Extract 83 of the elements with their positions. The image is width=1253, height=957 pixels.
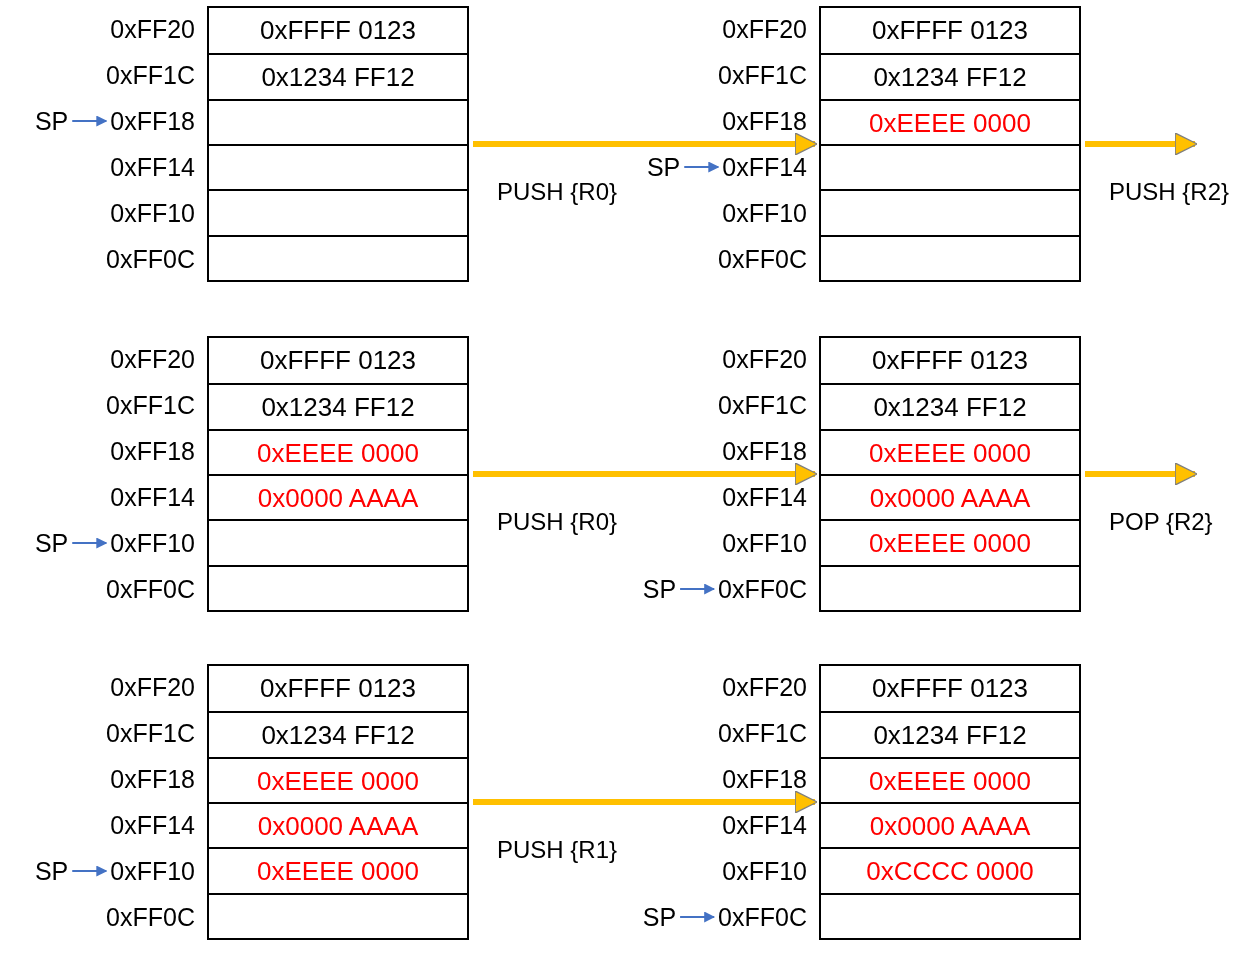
memory-cell: 0xEEEE 0000 (821, 428, 1079, 474)
address-label: 0xFF20 (110, 345, 195, 373)
memory-cell: 0x1234 FF12 (209, 711, 467, 757)
address-label: 0xFF20 (722, 345, 807, 373)
memory-cell: 0x1234 FF12 (821, 383, 1079, 429)
memory-cell: 0x1234 FF12 (821, 711, 1079, 757)
arrow (473, 462, 818, 486)
address-label: 0xFF0C (718, 575, 807, 603)
address-label: 0xFF1C (718, 391, 807, 419)
address-label: 0xFF10 (722, 857, 807, 885)
memory-cell: 0xEEEE 0000 (209, 847, 467, 893)
address-label: 0xFF18 (110, 107, 195, 135)
address-label: 0xFF18 (722, 765, 807, 793)
address-label: 0xFF0C (718, 903, 807, 931)
address-label: 0xFF10 (722, 199, 807, 227)
address-label: 0xFF10 (722, 529, 807, 557)
memory-cell: 0xEEEE 0000 (209, 428, 467, 474)
address-label: 0xFF10 (110, 199, 195, 227)
arrow (679, 911, 716, 923)
memory-cell: 0xFFFF 0123 (821, 338, 1079, 384)
address-label: 0xFF20 (110, 15, 195, 43)
memory-stack (819, 6, 1081, 282)
memory-cell: 0xCCCC 0000 (821, 847, 1079, 893)
address-label: 0xFF18 (722, 107, 807, 135)
memory-stack (819, 664, 1081, 940)
address-label: 0xFF14 (722, 811, 807, 839)
pointer-label: SP (646, 153, 681, 181)
address-label: 0xFF14 (110, 483, 195, 511)
memory-cell: 0xFFFF 0123 (209, 666, 467, 712)
pointer-label: SP (642, 903, 677, 931)
memory-cell: 0xFFFF 0123 (821, 8, 1079, 54)
address-label: 0xFF1C (106, 61, 195, 89)
address-label: 0xFF14 (110, 153, 195, 181)
pointer-label: SP (34, 107, 69, 135)
arrow (679, 583, 716, 595)
memory-cell: 0x0000 AAAA (209, 474, 467, 520)
memory-cell: 0x0000 AAAA (821, 474, 1079, 520)
arrow (71, 865, 108, 877)
address-label: 0xFF0C (106, 245, 195, 273)
arrow (473, 790, 818, 814)
memory-stack (819, 336, 1081, 612)
memory-cell: 0xFFFF 0123 (209, 338, 467, 384)
address-label: 0xFF14 (110, 811, 195, 839)
memory-cell: 0x1234 FF12 (209, 53, 467, 99)
address-label: 0xFF0C (106, 903, 195, 931)
arrow (71, 115, 108, 127)
memory-cell: 0x0000 AAAA (209, 802, 467, 848)
memory-cell: 0xFFFF 0123 (209, 8, 467, 54)
memory-cell: 0x0000 AAAA (821, 802, 1079, 848)
memory-stack (207, 664, 469, 940)
memory-cell: 0xEEEE 0000 (821, 756, 1079, 802)
memory-cell: 0xEEEE 0000 (209, 756, 467, 802)
address-label: 0xFF1C (718, 61, 807, 89)
address-label: 0xFF1C (106, 391, 195, 419)
address-label: 0xFF1C (718, 719, 807, 747)
memory-stack (207, 6, 469, 282)
memory-cell: 0xFFFF 0123 (821, 666, 1079, 712)
address-label: 0xFF10 (110, 529, 195, 557)
pointer-label: SP (34, 529, 69, 557)
memory-cell: 0x1234 FF12 (209, 383, 467, 429)
address-label: 0xFF18 (110, 437, 195, 465)
address-label: 0xFF20 (110, 673, 195, 701)
memory-cell: 0xEEEE 0000 (821, 519, 1079, 565)
arrow (473, 132, 818, 156)
memory-stack (207, 336, 469, 612)
address-label: 0xFF20 (722, 673, 807, 701)
arrow (1085, 132, 1198, 156)
memory-cell: 0x1234 FF12 (821, 53, 1079, 99)
pointer-label: SP (642, 575, 677, 603)
memory-cell: 0xEEEE 0000 (821, 98, 1079, 144)
address-label: 0xFF0C (718, 245, 807, 273)
arrow (71, 537, 108, 549)
pointer-label: SP (34, 857, 69, 885)
address-label: 0xFF10 (110, 857, 195, 885)
address-label: 0xFF14 (722, 483, 807, 511)
address-label: 0xFF18 (722, 437, 807, 465)
address-label: 0xFF20 (722, 15, 807, 43)
arrow (1085, 462, 1198, 486)
arrow (683, 161, 720, 173)
address-label: 0xFF18 (110, 765, 195, 793)
address-label: 0xFF0C (106, 575, 195, 603)
address-label: 0xFF1C (106, 719, 195, 747)
address-label: 0xFF14 (722, 153, 807, 181)
